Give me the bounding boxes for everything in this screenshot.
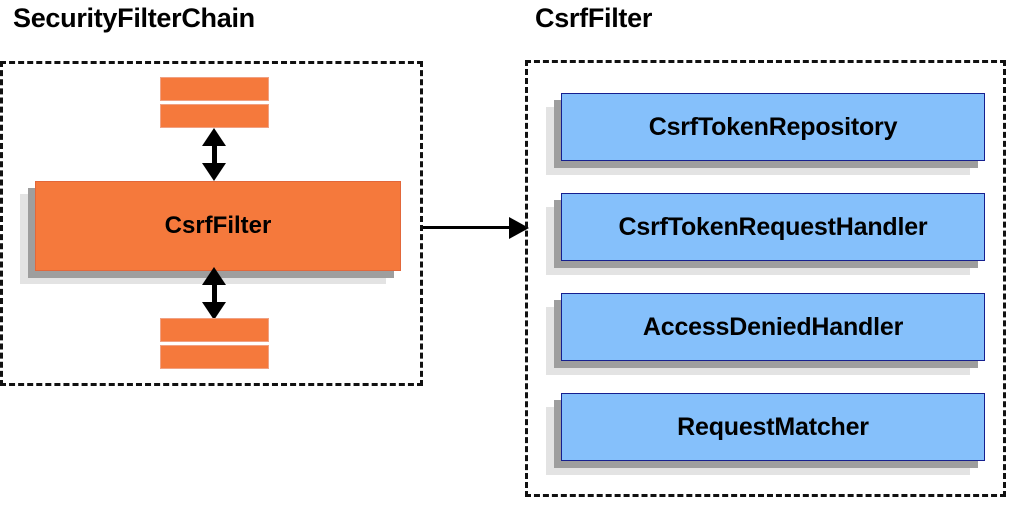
csrf-filter-label[interactable]: CsrfFilter	[35, 181, 401, 271]
csrf-filter-collaborators-group	[525, 60, 1006, 497]
collaborator-label-csrf-token-request-handler[interactable]: CsrfTokenRequestHandler	[561, 193, 985, 261]
collaborator-label-access-denied-handler[interactable]: AccessDeniedHandler	[561, 293, 985, 361]
arrowhead-right-icon	[509, 217, 529, 239]
filter-bar-lower-2	[160, 345, 269, 369]
arrowhead-down-icon-2	[202, 302, 226, 320]
right-panel-title: CsrfFilter	[535, 3, 653, 33]
connector-shaft	[423, 226, 511, 229]
arrow-shaft-upper	[212, 143, 217, 175]
arrowhead-up-icon-2	[202, 267, 226, 285]
arrowhead-down-icon	[202, 163, 226, 181]
collaborator-label-request-matcher[interactable]: RequestMatcher	[561, 393, 985, 461]
left-panel-title: SecurityFilterChain	[13, 3, 255, 33]
filter-bar-upper-2	[160, 104, 269, 128]
arrowhead-up-icon	[202, 128, 226, 146]
filter-bar-upper-1	[160, 77, 269, 101]
arrow-shaft-lower	[212, 282, 217, 314]
security-filter-chain-group	[0, 61, 423, 386]
filter-bar-lower-1	[160, 318, 269, 342]
collaborator-label-csrf-token-repository[interactable]: CsrfTokenRepository	[561, 93, 985, 161]
